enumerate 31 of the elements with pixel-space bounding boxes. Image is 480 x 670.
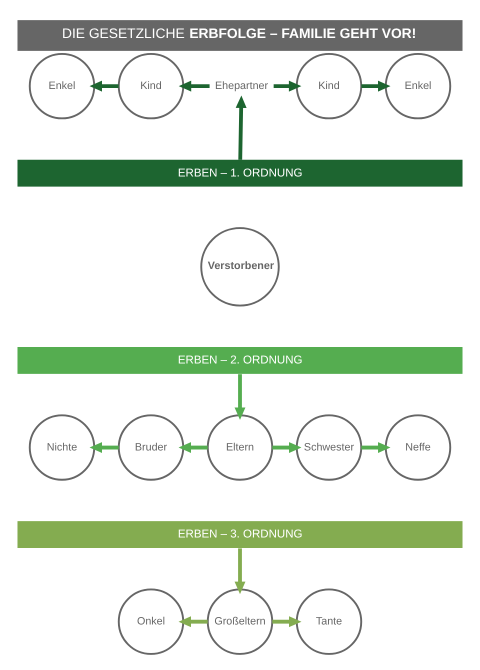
arrow xyxy=(178,442,208,452)
node-circle: Kind xyxy=(296,52,362,119)
node-circle: Eltern xyxy=(206,414,274,480)
arrow xyxy=(272,616,302,627)
node-text: Ehepartner xyxy=(214,79,268,92)
arrow xyxy=(90,442,119,452)
node-circle: Verstorbener xyxy=(200,226,280,306)
node-box: ERBEN – 1. ORDNUNG xyxy=(17,159,463,186)
node-circle: Enkel xyxy=(28,52,96,119)
node-circle: Enkel xyxy=(384,52,452,119)
node-circle: Onkel xyxy=(118,588,184,654)
node-box: ERBEN – 2. ORDNUNG xyxy=(17,346,463,374)
arrow xyxy=(234,374,246,420)
arrow xyxy=(272,442,302,452)
arrow xyxy=(178,80,210,92)
node-circle: Kind xyxy=(118,52,184,119)
node-circle: Tante xyxy=(296,588,362,654)
arrow xyxy=(234,548,246,594)
arrow xyxy=(361,80,390,92)
node-circle: Großeltern xyxy=(206,588,274,654)
node-circle: Neffe xyxy=(384,414,452,480)
node-circle: Schwester xyxy=(296,414,362,480)
node-circle: Bruder xyxy=(118,414,184,480)
node-box: ERBEN – 3. ORDNUNG xyxy=(17,520,463,548)
arrow xyxy=(90,80,119,92)
node-circle: Nichte xyxy=(28,414,96,480)
arrow xyxy=(178,616,208,627)
diagram-title: DIE GESETZLICHE ERBFOLGE – FAMILIE GEHT VOR! xyxy=(62,24,416,41)
arrow xyxy=(274,80,302,92)
arrow xyxy=(236,94,247,160)
arrow xyxy=(361,442,390,452)
